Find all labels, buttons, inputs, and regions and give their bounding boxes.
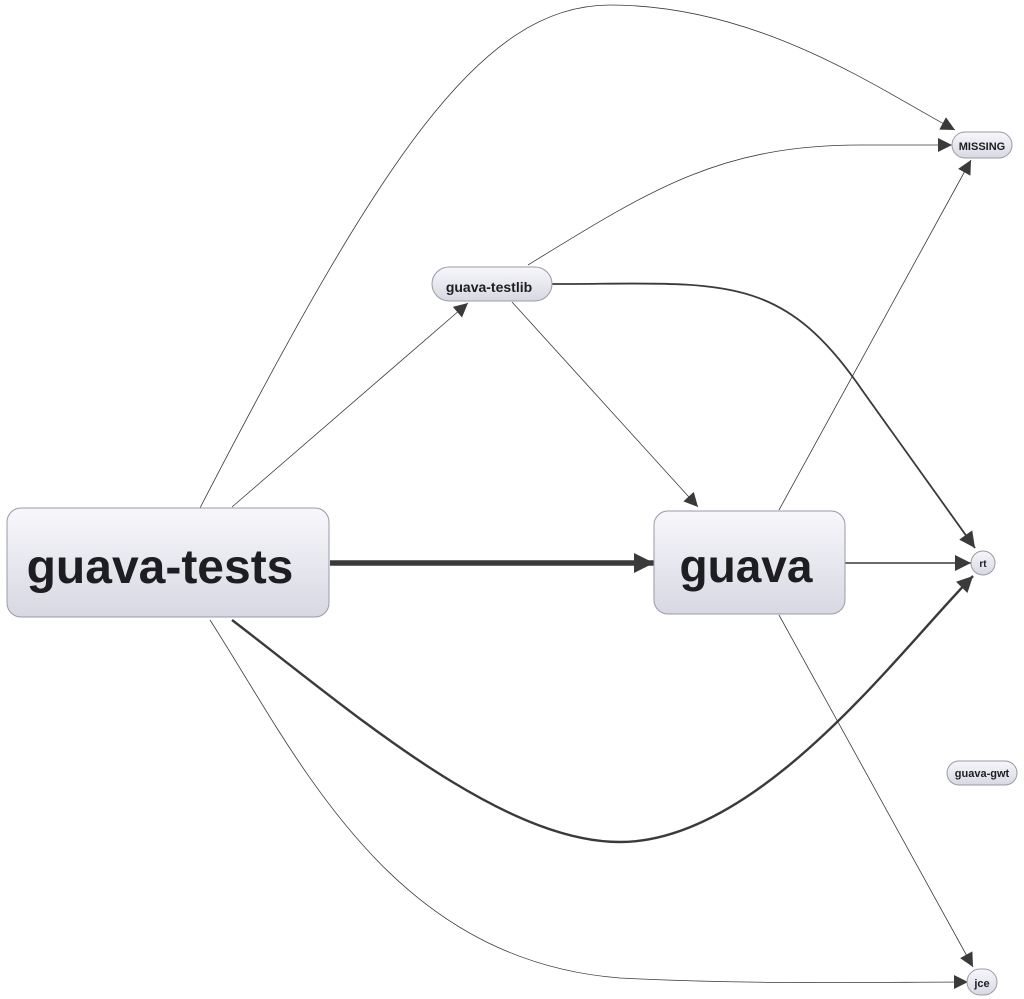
edge-guava-tests-to-jce	[209, 619, 969, 990]
node-guava-tests[interactable]: guava-tests	[6, 507, 330, 618]
edge-guava-testlib-to-rt	[551, 282, 976, 549]
node-label: guava-tests	[27, 541, 294, 594]
edge-guava-to-jce	[778, 614, 974, 968]
node-guava[interactable]: guava	[653, 510, 846, 615]
node-jce[interactable]: jce	[966, 968, 998, 996]
node-guava-testlib[interactable]: guava-testlib	[431, 266, 553, 302]
edge-guava-to-missing	[778, 159, 972, 511]
node-label: jce	[973, 978, 989, 990]
edge-guava-testlib-to-missing	[527, 138, 952, 266]
edge-guava-tests-to-missing	[199, 4, 956, 509]
node-label: rt	[979, 559, 987, 570]
edge-guava-tests-to-guava-testlib	[231, 302, 469, 508]
node-guava-gwt[interactable]: guava-gwt	[946, 760, 1018, 786]
edge-guava-tests-to-rt	[231, 575, 974, 844]
node-label: MISSING	[959, 141, 1005, 153]
node-label: guava-testlib	[446, 279, 532, 295]
node-rt[interactable]: rt	[970, 550, 996, 576]
edge-guava-testlib-to-guava	[511, 301, 699, 508]
node-missing[interactable]: MISSING	[951, 131, 1013, 159]
node-label: guava-gwt	[955, 768, 1010, 780]
edges	[199, 4, 976, 990]
node-label: guava	[680, 540, 813, 592]
